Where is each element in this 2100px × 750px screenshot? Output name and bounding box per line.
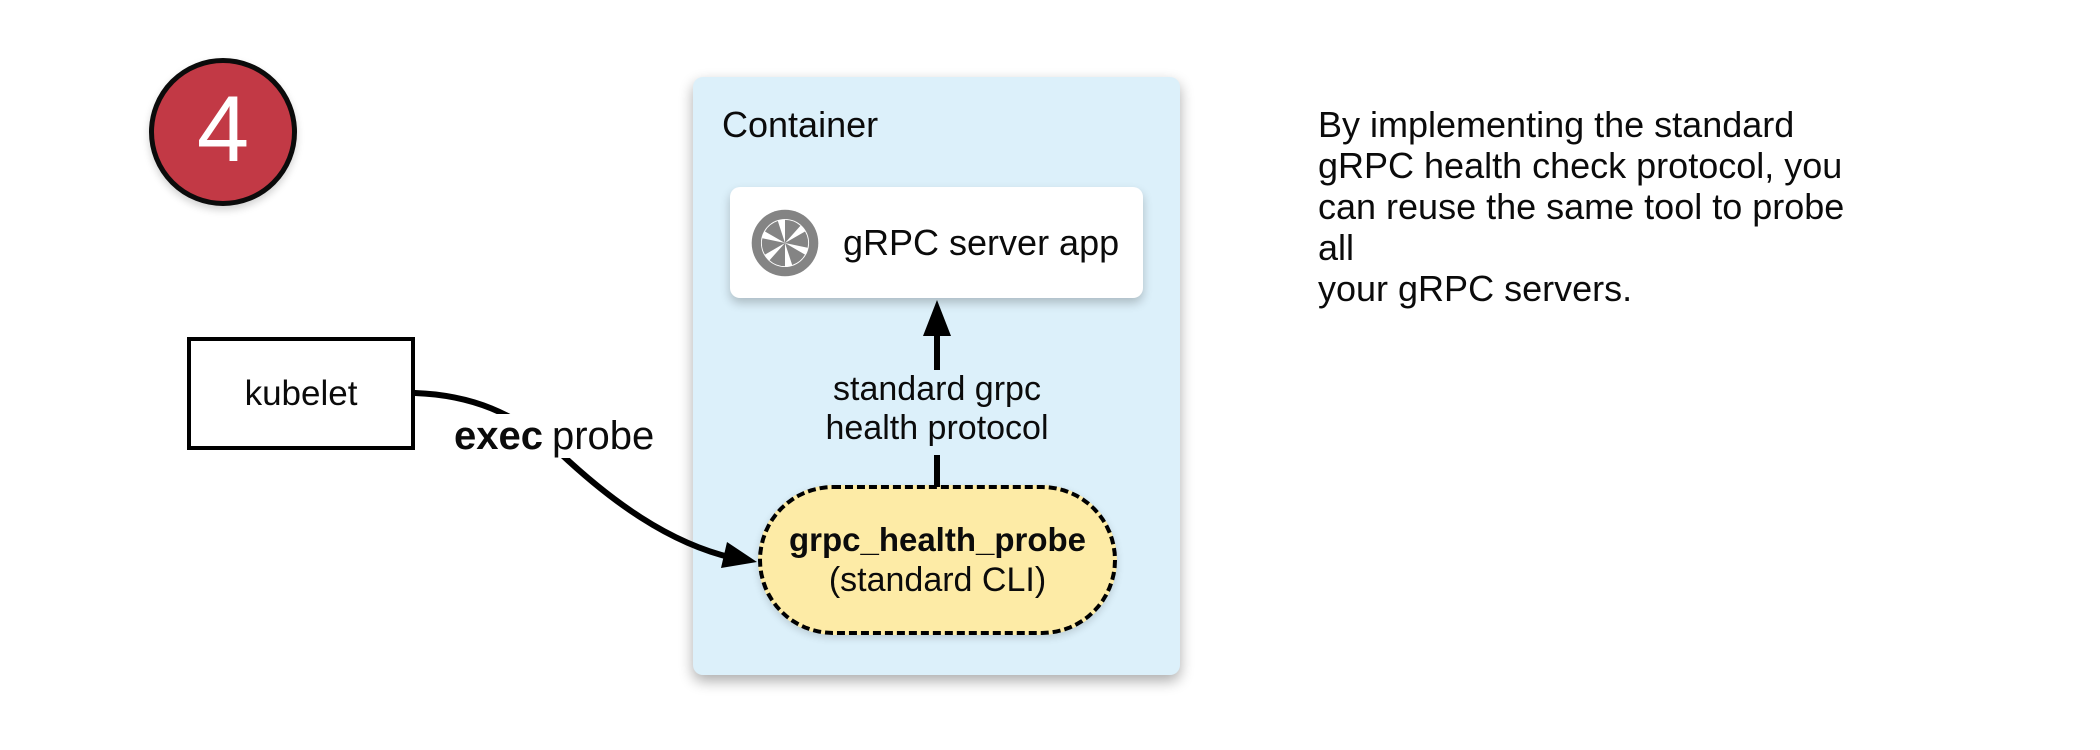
note-line: can reuse the same tool to probe all	[1318, 186, 1845, 268]
probe-subtitle: (standard CLI)	[828, 561, 1047, 599]
note-line: gRPC health check protocol, you	[1318, 145, 1843, 186]
step-number: 4	[196, 76, 250, 181]
protocol-label-line1: standard grpc	[833, 370, 1041, 408]
protocol-arrow-label: standard grpc health protocol	[792, 370, 1082, 448]
protocol-label-line2: health protocol	[825, 409, 1049, 447]
grpc-health-probe-pill: grpc_health_probe (standard CLI)	[758, 485, 1117, 635]
kubelet-box: kubelet	[187, 337, 415, 450]
note-line: By implementing the standard	[1318, 104, 1795, 145]
container-box: Container gRPC server app	[693, 77, 1180, 675]
probe-name: grpc_health_probe	[788, 521, 1087, 558]
aperture-icon	[748, 206, 822, 280]
note-paragraph: By implementing the standard gRPC health…	[1318, 104, 1858, 309]
exec-probe-label-regular: probe	[551, 414, 655, 458]
note-line: your gRPC servers.	[1318, 268, 1633, 309]
container-title: Container	[722, 104, 879, 145]
grpc-server-label: gRPC server app	[843, 221, 1120, 263]
kubelet-label: kubelet	[244, 373, 358, 413]
grpc-server-box: gRPC server app	[730, 187, 1143, 298]
step-badge: 4	[149, 58, 297, 206]
exec-probe-label-bold: exec	[454, 414, 543, 458]
